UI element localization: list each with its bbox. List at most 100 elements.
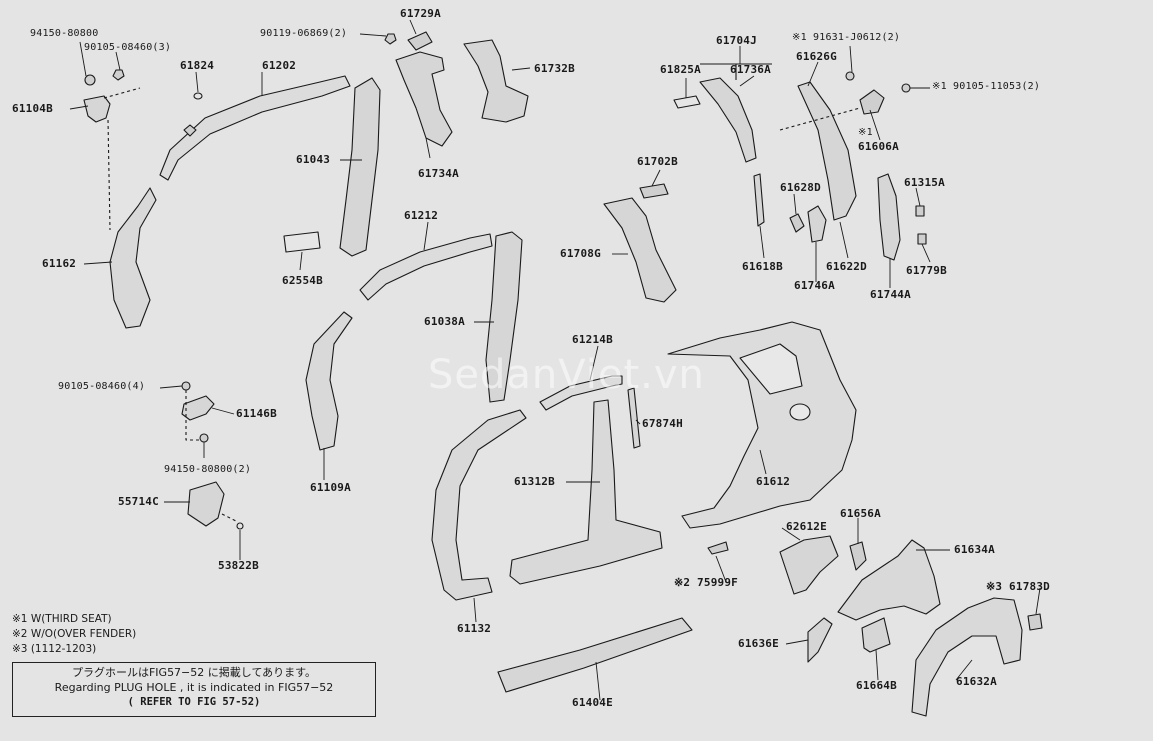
part-61636e [807, 617, 833, 663]
part-61702b [639, 183, 669, 199]
part-61212-rail [359, 233, 493, 301]
part-61612-quarter-panel [667, 321, 857, 529]
footnote-1: ※1 W(THIRD SEAT) [12, 613, 112, 625]
part-61729a [407, 31, 433, 51]
label-61708g: 61708G [560, 247, 601, 260]
label-61746a: 61746A [794, 279, 835, 292]
label-61824: 61824 [180, 59, 215, 72]
label-61636e: 61636E [738, 637, 779, 650]
label-61736a: 61736A [730, 63, 771, 76]
plug-hole-note-box: プラグホールはFIG57−52 に掲載してあります。 Regarding PLU… [12, 662, 376, 717]
label-61732b: 61732B [534, 62, 575, 75]
label-61606a: 61606A [858, 140, 899, 153]
label-61779b: 61779B [906, 264, 947, 277]
footnote-2: ※2 W/O(OVER FENDER) [12, 628, 137, 640]
part-61664b [861, 617, 891, 653]
label-90105-11053: ※1 90105-11053(2) [932, 81, 1041, 92]
label-61729a: 61729A [400, 7, 441, 20]
part-61104b-bracket [83, 69, 141, 231]
label-61146b: 61146B [236, 407, 277, 420]
part-61038a-pillar [485, 231, 523, 403]
leader-lines [69, 19, 1041, 701]
part-61622d [807, 205, 827, 243]
part-61736a [699, 77, 757, 163]
part-61779b [917, 233, 927, 245]
label-61038a: 61038A [424, 315, 465, 328]
part-62612e [779, 535, 839, 595]
label-61104b: 61104B [12, 102, 53, 115]
part-61825a [673, 95, 701, 109]
part-61109a-pillar [305, 311, 353, 451]
label-61744a: 61744A [870, 288, 911, 301]
note-english: Regarding PLUG HOLE , it is indicated in… [54, 681, 334, 694]
label-61404e: 61404E [572, 696, 613, 709]
part-61744a [877, 173, 901, 261]
label-61043: 61043 [296, 153, 331, 166]
label-94150-80800: 94150-80800 [30, 28, 99, 39]
part-75999f [707, 541, 729, 555]
part-61404e-rocker [497, 617, 693, 693]
label-75999f: ※2 75999F [674, 576, 738, 589]
footnotes: ※1 W(THIRD SEAT) ※2 W/O(OVER FENDER) ※3 … [12, 612, 136, 657]
part-61632a-wheelhouse [911, 597, 1023, 717]
label-90105-08460-3: 90105-08460(3) [84, 42, 172, 53]
part-55714c [187, 481, 225, 527]
label-91631-j0612: ※1 91631-J0612(2) [792, 32, 901, 43]
label-90105-08460-4: 90105-08460(4) [58, 381, 146, 392]
label-94150-80800-2: 94150-80800(2) [164, 464, 252, 475]
label-61202: 61202 [262, 59, 297, 72]
label-61704j: 61704J [716, 34, 757, 47]
label-53822b: 53822B [218, 559, 259, 572]
part-61214b [539, 375, 623, 411]
label-61626g: 61626G [796, 50, 837, 63]
label-61618b: 61618B [742, 260, 783, 273]
part-61132-pillar [431, 409, 527, 601]
part-61312b-panel [509, 399, 663, 585]
label-61132: 61132 [457, 622, 492, 635]
part-61628d [789, 213, 805, 233]
label-61632a: 61632A [956, 675, 997, 688]
label-61734a: 61734A [418, 167, 459, 180]
label-61162: 61162 [42, 257, 77, 270]
watermark: SedanViet.vn [428, 352, 705, 398]
label-61825a: 61825A [660, 63, 701, 76]
label-61656a: 61656A [840, 507, 881, 520]
part-61202-roof-rail [159, 75, 351, 181]
label-61622d: 61622D [826, 260, 867, 273]
footnote-3: ※3 (1112-1203) [12, 643, 97, 655]
note-reference-link[interactable]: ( REFER TO FIG 57-52) [127, 696, 261, 708]
part-62554b [283, 231, 321, 253]
label-62612e: 62612E [786, 520, 827, 533]
label-61214b: 61214B [572, 333, 613, 346]
part-61708g-pillar [603, 197, 677, 303]
part-61146b-bracket [181, 395, 215, 421]
label-mark-1: ※1 [858, 127, 873, 138]
part-61315a [915, 205, 925, 217]
label-90119-06869: 90119-06869(2) [260, 28, 348, 39]
label-61212: 61212 [404, 209, 439, 222]
note-japanese: プラグホールはFIG57−52 に掲載してあります。 [71, 666, 317, 679]
label-61109a: 61109A [310, 481, 351, 494]
part-61783d [1027, 613, 1043, 631]
label-55714c: 55714C [118, 495, 159, 508]
part-61734a [395, 51, 453, 147]
label-62554b: 62554B [282, 274, 323, 287]
part-61162-pillar [109, 187, 157, 329]
label-61634a: 61634A [954, 543, 995, 556]
label-61783d: ※3 61783D [986, 580, 1050, 593]
label-61664b: 61664B [856, 679, 897, 692]
part-61618b [753, 173, 765, 227]
part-61043-pillar [339, 77, 381, 257]
part-61656a [849, 541, 867, 571]
label-61702b: 61702B [637, 155, 678, 168]
part-61606a [859, 89, 885, 115]
label-61312b: 61312B [514, 475, 555, 488]
part-61732b [463, 39, 529, 123]
part-67874h [627, 387, 641, 449]
part-61634a-wheelhouse [837, 539, 941, 621]
label-61612: 61612 [756, 475, 791, 488]
label-67874h: 67874H [642, 417, 683, 430]
label-61315a: 61315A [904, 176, 945, 189]
part-61626g [797, 81, 857, 221]
